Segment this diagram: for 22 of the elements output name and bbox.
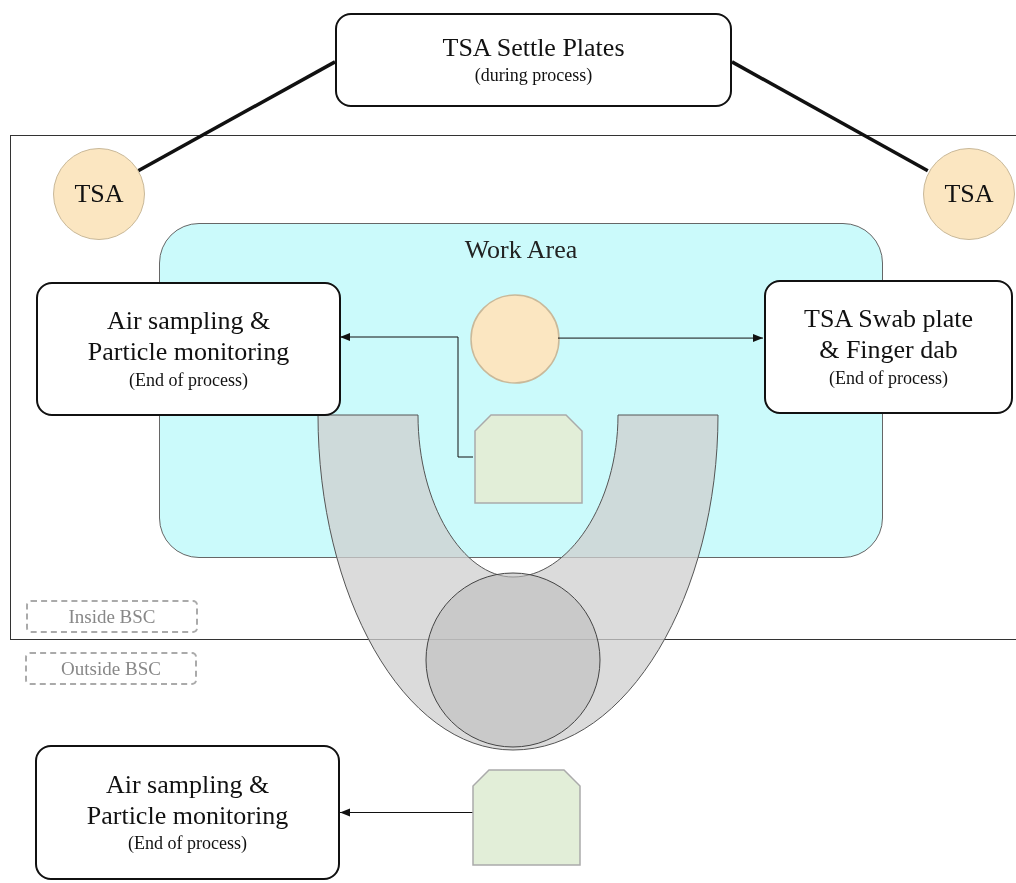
box-title: TSA bbox=[944, 178, 994, 210]
process-box bbox=[764, 280, 1013, 414]
box-note: (End of process) bbox=[129, 368, 248, 392]
process-box bbox=[335, 13, 732, 107]
box-title: Air sampling & Particle monitoring bbox=[86, 305, 291, 368]
connector-line bbox=[137, 60, 336, 173]
box-note: (during process) bbox=[474, 64, 593, 87]
box-note: (End of process) bbox=[829, 366, 948, 390]
zone-label: Outside BSC bbox=[25, 652, 197, 685]
box-title: Work Area bbox=[463, 234, 579, 266]
connector-line bbox=[731, 60, 929, 173]
arrow bbox=[339, 808, 474, 817]
box-title: TSA Swab plate & Finger dab bbox=[803, 303, 974, 366]
box-title: TSA Settle Plates bbox=[442, 31, 625, 63]
arrow bbox=[557, 334, 764, 343]
process-box bbox=[36, 282, 341, 416]
zone-label: Inside BSC bbox=[26, 600, 198, 633]
box-title: TSA bbox=[74, 178, 124, 210]
box-title: Air sampling & Particle monitoring bbox=[85, 768, 290, 832]
box-note: (End of process) bbox=[128, 832, 247, 856]
process-box bbox=[35, 745, 340, 880]
arrow bbox=[339, 333, 474, 458]
